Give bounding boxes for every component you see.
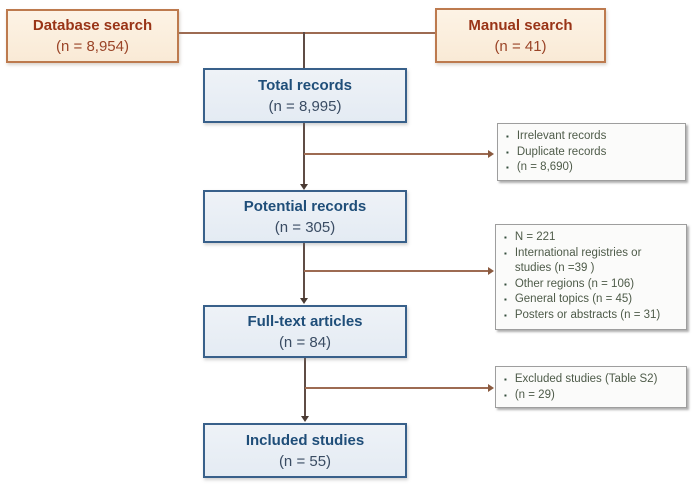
box-title: Potential records (243, 197, 367, 215)
exclusion-list: ▪ Irrelevant records ▪ Duplicate records ▪… (506, 129, 677, 176)
box-count: (n = 84) (278, 333, 332, 351)
exclusion-box-1: ▪ Irrelevant records ▪ Duplicate records ▪… (497, 123, 686, 181)
arrowhead-down-icon (300, 298, 308, 304)
box-title: Manual search (468, 16, 573, 34)
list-item: ▪ General topics (n = 45) (504, 292, 678, 308)
bullet-icon: ▪ (504, 233, 507, 242)
box-count: (n = 55) (278, 452, 332, 470)
bullet-icon: ▪ (504, 390, 507, 400)
box-title: Full-text articles (247, 312, 363, 330)
bullet-icon: ▪ (504, 375, 507, 384)
connector-branch-exclusion-1 (304, 153, 488, 155)
arrowhead-right-icon (488, 384, 494, 392)
exclusion-item-text: General topics (n = 45) (514, 293, 633, 305)
database-search-box: Database search (n = 8,954) (6, 9, 179, 63)
exclusion-item-text: Posters or abstracts (n = 31) (514, 308, 661, 321)
list-item: ▪ N = 221 (504, 230, 678, 246)
potential-records-box: Potential records (n = 305) (203, 190, 407, 243)
list-item: ▪ Duplicate records (506, 145, 677, 161)
box-count: (n = 8,954) (56, 38, 129, 55)
box-count: (n = 305) (274, 218, 336, 236)
connector-top-vertical (303, 32, 305, 68)
list-item: ▪ Posters or abstracts (n = 31) (504, 308, 678, 324)
exclusion-item-text: Other regions (n = 106) (514, 277, 635, 290)
included-studies-box: Included studies (n = 55) (203, 423, 407, 478)
arrowhead-down-icon (300, 184, 308, 190)
list-item: ▪ Excluded studies (Table S2) (504, 372, 678, 388)
connector-branch-exclusion-2 (304, 270, 488, 272)
box-title: Included studies (245, 431, 365, 449)
arrowhead-down-icon (301, 416, 309, 422)
bullet-icon: ▪ (504, 279, 507, 289)
exclusion-item-text: N = 221 (514, 231, 556, 243)
exclusion-box-2: ▪ N = 221 ▪ International registries or st… (495, 224, 687, 330)
manual-search-box: Manual search (n = 41) (435, 8, 606, 63)
exclusion-item-text: Irrelevant records (516, 130, 607, 142)
box-title: Database search (32, 17, 153, 34)
exclusion-list: ▪ N = 221 ▪ International registries or st… (504, 230, 678, 323)
exclusion-item-text: (n = 29) (514, 388, 555, 401)
box-count: (n = 8,995) (268, 97, 342, 115)
bullet-icon: ▪ (504, 310, 507, 320)
bullet-icon: ▪ (506, 147, 509, 157)
total-records-box: Total records (n = 8,995) (203, 68, 407, 123)
list-item: ▪ Other regions (n = 106) (504, 277, 678, 293)
exclusion-item-text: Excluded studies (Table S2) (514, 373, 658, 385)
connector-branch-exclusion-3 (305, 387, 488, 389)
connector-top-horizontal (179, 32, 435, 34)
exclusion-item-text: (n = 8,690) (516, 161, 573, 173)
exclusion-item-text: Duplicate records (516, 145, 607, 158)
bullet-icon: ▪ (506, 163, 509, 172)
bullet-icon: ▪ (506, 132, 509, 141)
arrowhead-right-icon (488, 267, 494, 275)
list-item: ▪ Irrelevant records (506, 129, 677, 145)
box-count: (n = 41) (494, 37, 547, 55)
exclusion-list: ▪ Excluded studies (Table S2) ▪ (n = 29) (504, 372, 678, 403)
box-title: Total records (258, 76, 352, 94)
full-text-articles-box: Full-text articles (n = 84) (203, 305, 407, 358)
arrowhead-right-icon (488, 150, 494, 158)
list-item: ▪ International registries or studies (n … (504, 246, 678, 277)
exclusion-box-3: ▪ Excluded studies (Table S2) ▪ (n = 29) (495, 366, 687, 408)
list-item: ▪ (n = 8,690) (506, 160, 677, 176)
list-item: ▪ (n = 29) (504, 388, 678, 404)
exclusion-item-text: International registries or studies (n =… (514, 246, 642, 275)
bullet-icon: ▪ (504, 295, 507, 304)
bullet-icon: ▪ (504, 248, 507, 258)
